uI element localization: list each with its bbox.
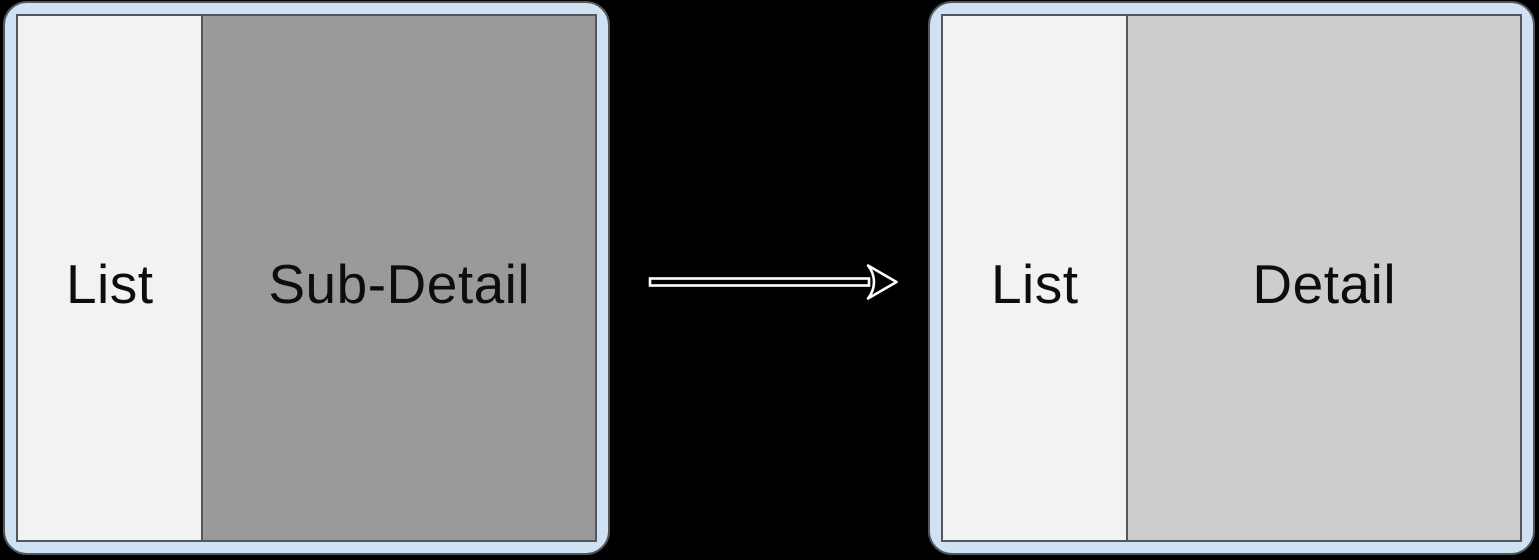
window-frame-before: List Sub-Detail xyxy=(3,1,610,555)
screen-before: List Sub-Detail xyxy=(16,14,597,542)
detail-pane: Detail xyxy=(1126,16,1520,540)
list-pane-before: List xyxy=(18,16,202,540)
transition-arrow-icon xyxy=(648,264,898,300)
window-frame-after: List Detail xyxy=(928,1,1535,555)
list-pane-label-before: List xyxy=(65,252,154,315)
list-pane-after: List xyxy=(943,16,1127,540)
sub-detail-pane: Sub-Detail xyxy=(201,16,595,540)
screen-after: List Detail xyxy=(941,14,1522,542)
sub-detail-pane-label: Sub-Detail xyxy=(268,252,531,315)
detail-pane-label: Detail xyxy=(1252,252,1397,315)
list-pane-label-after: List xyxy=(990,252,1079,315)
